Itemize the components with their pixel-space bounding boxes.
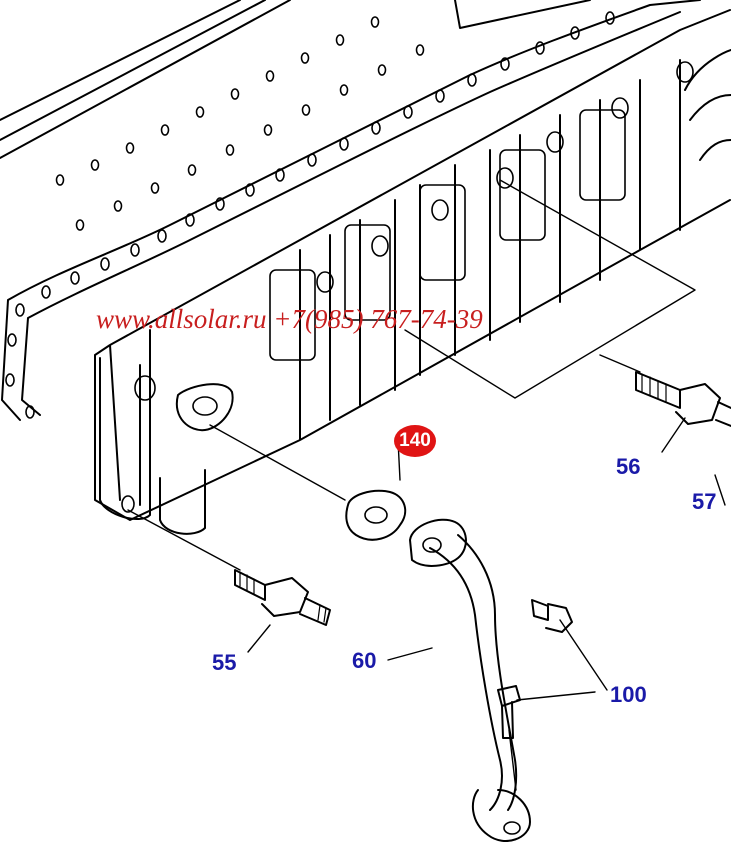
watermark-text: www.allsolar.ru +7(985) 767-74-39 <box>96 304 483 334</box>
part-100-bolt-lower <box>497 685 521 739</box>
part-56-stud-thread <box>641 373 667 403</box>
cooler-housing-top-edge <box>0 0 291 159</box>
flange-boss-bottom <box>121 495 135 513</box>
cooler-housing-right-edge <box>454 0 591 29</box>
cooler-bosses <box>316 61 694 293</box>
front-flange <box>99 339 151 520</box>
leader-lines <box>127 179 726 791</box>
part-60-pipe <box>409 518 531 842</box>
cooler-fins <box>269 109 626 361</box>
part-56-stud <box>635 371 731 427</box>
cooler-gasket <box>1 0 701 421</box>
part-60-pipe-bottom-hole <box>503 821 521 835</box>
cooler-core-holes <box>55 16 425 231</box>
part-140-gasket <box>345 489 407 541</box>
part-60-pipe-top-hole <box>422 537 442 553</box>
outlet-port <box>159 383 234 535</box>
part-55-stud-thread <box>239 571 327 623</box>
callout-56[interactable]: 56 <box>616 454 641 479</box>
callout-140-badge[interactable]: 140 <box>394 425 436 457</box>
flange-boss-top <box>134 375 156 401</box>
cooler-end-cap <box>684 49 731 161</box>
gasket-bolt-holes <box>5 11 615 419</box>
callout-55[interactable]: 55 <box>212 650 237 675</box>
callout-57[interactable]: 57 <box>692 489 717 514</box>
callout-60[interactable]: 60 <box>352 648 377 673</box>
outlet-port-hole <box>192 396 218 416</box>
part-140-gasket-hole <box>364 506 388 524</box>
part-100-bolt-upper <box>531 599 573 633</box>
part-55-stud <box>234 569 331 626</box>
callout-100[interactable]: 100 <box>610 682 647 707</box>
